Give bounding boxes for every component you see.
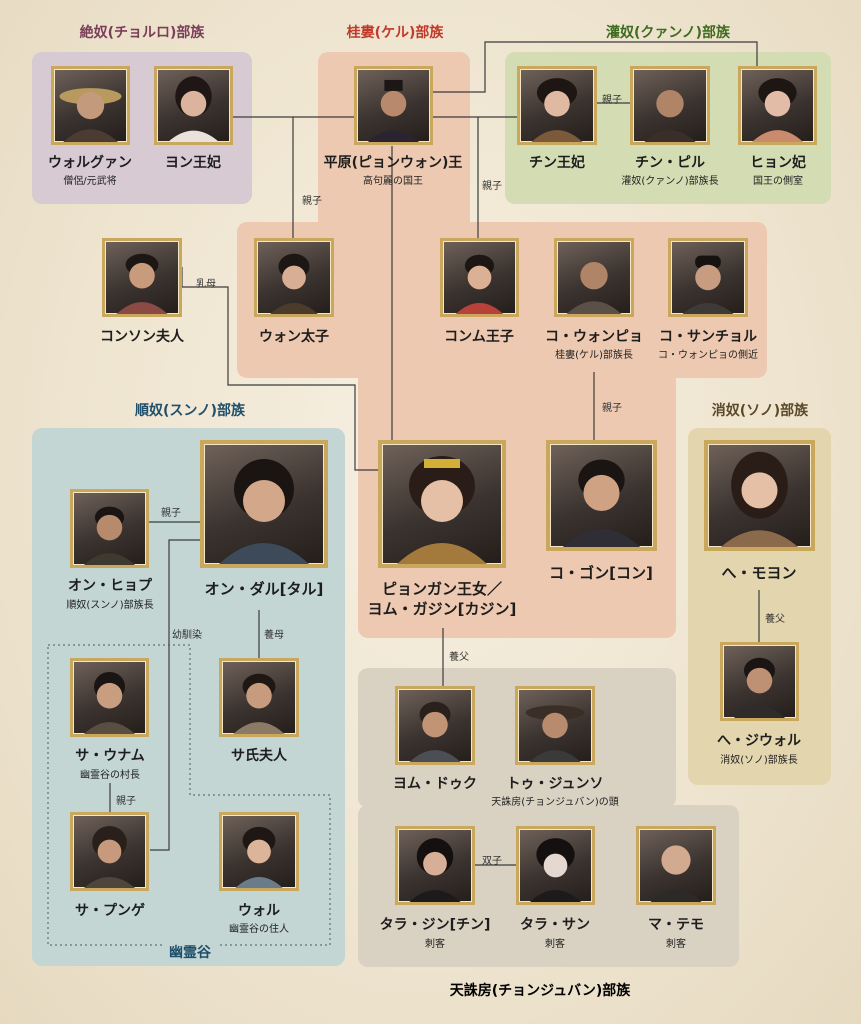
name-won-taishi: ウォン太子: [259, 329, 329, 345]
role-tu-junso: 天誅房(チョンジュバン)の頭: [491, 797, 619, 808]
relation-label-nyubo: 乳母: [196, 279, 216, 290]
relation-label-yofu: 養父: [449, 652, 469, 663]
name-ko-wonpyo: コ・ウォンピョ: [545, 329, 643, 345]
role-ko-sanchoru: コ・ウォンピョの側近: [658, 350, 758, 361]
name-on-hyopu: オン・ヒョプ: [68, 578, 152, 594]
role-worugwan: 僧侶/元武将: [63, 176, 117, 187]
role-tara-jin: 刺客: [425, 939, 445, 950]
name-yon-ouhi: ヨン王妃: [165, 155, 221, 171]
relation-label-oyako: 親子: [116, 796, 136, 807]
name-sa-fujin: サ氏夫人: [231, 748, 287, 764]
portrait-he-moyon: [704, 440, 815, 551]
name-ma-temo: マ・テモ: [648, 917, 704, 933]
relation-label-osananajimi: 幼馴染: [172, 630, 202, 641]
portrait-ko-gon: [546, 440, 657, 551]
name-konson: コンソン夫人: [100, 329, 184, 345]
role-ko-wonpyo: 桂婁(ケル)部族長: [555, 350, 633, 361]
relation-label-oyako: 親子: [602, 403, 622, 414]
name-pyongan-line1: ピョンガン王女／: [381, 580, 503, 598]
portrait-sa-fujin: [219, 658, 299, 737]
name-konmu: コンム王子: [444, 329, 514, 345]
portrait-tara-jin: [395, 826, 475, 905]
clan-title-jun: 順奴(スンノ)部族: [134, 403, 246, 419]
name-worugwan: ウォルグァン: [48, 155, 132, 171]
name-tara-san: タラ・サン: [520, 917, 590, 933]
relation-label-yofu: 養父: [765, 614, 785, 625]
name-tara-jin: タラ・ジン[チン]: [379, 917, 491, 933]
role-chin-piru: 灌奴(クァンノ)部族長: [621, 176, 719, 187]
role-woru: 幽霊谷の住人: [229, 924, 289, 935]
clan-title-yurei: 幽霊谷: [163, 942, 217, 962]
name-on-daru: オン・ダル[タル]: [204, 580, 324, 598]
portrait-sa-punge: [70, 812, 149, 891]
portrait-konson: [102, 238, 182, 317]
name-he-moyon: へ・モヨン: [721, 564, 797, 582]
role-ma-temo: 刺客: [666, 939, 686, 950]
portrait-woru: [219, 812, 299, 891]
portrait-on-hyopu: [70, 489, 149, 568]
name-chin-ouhi: チン王妃: [529, 155, 585, 171]
portrait-ko-sanchoru: [668, 238, 748, 317]
role-he-jiworu: 消奴(ソノ)部族長: [720, 755, 798, 766]
clan-title-kei: 桂婁(ケル)部族: [346, 25, 444, 41]
name-sa-punge: サ・プンゲ: [75, 903, 145, 919]
name-woru: ウォル: [238, 903, 280, 919]
portrait-heigen: [354, 66, 433, 145]
name-heigen: 平原(ピョンウォン)王: [323, 155, 463, 171]
portrait-on-daru: [200, 440, 328, 568]
portrait-chin-ouhi: [517, 66, 597, 145]
name-chin-piru: チン・ピル: [635, 155, 705, 171]
name-sa-unamu: サ・ウナム: [75, 748, 145, 764]
clan-title-kan: 灌奴(クァンノ)部族: [605, 25, 731, 41]
portrait-pyongan: [378, 440, 506, 568]
relation-label-futago: 双子: [482, 856, 502, 867]
portrait-konmu: [440, 238, 519, 317]
portrait-tara-san: [516, 826, 595, 905]
portrait-hyon-hi: [738, 66, 817, 145]
clan-title-zetsu: 絶奴(チョルロ)部族: [79, 25, 205, 41]
role-hyon-hi: 国王の側室: [753, 176, 803, 187]
portrait-tu-junso: [515, 686, 595, 765]
clan-title-ten: 天誅房(チョンジュバン)部族: [449, 983, 631, 999]
role-on-hyopu: 順奴(スンノ)部族長: [66, 600, 154, 611]
portrait-sa-unamu: [70, 658, 149, 737]
role-sa-unamu: 幽霊谷の村長: [80, 770, 140, 781]
portrait-he-jiworu: [720, 642, 799, 721]
name-pyongan-line2: ヨム・ガジン[カジン]: [367, 600, 517, 618]
clan-title-sho: 消奴(ソノ)部族: [711, 403, 809, 419]
relation-label-oyako: 親子: [302, 196, 322, 207]
role-heigen: 高句麗の国王: [363, 176, 423, 187]
portrait-chin-piru: [630, 66, 710, 145]
portrait-yon-ouhi: [154, 66, 233, 145]
role-tara-san: 刺客: [545, 939, 565, 950]
relation-label-oyako: 親子: [602, 95, 622, 106]
portrait-won-taishi: [254, 238, 334, 317]
relation-label-oyako: 親子: [482, 181, 502, 192]
portrait-ko-wonpyo: [554, 238, 634, 317]
name-hyon-hi: ヒョン妃: [750, 155, 806, 171]
name-ko-sanchoru: コ・サンチョル: [659, 329, 757, 345]
name-ko-gon: コ・ゴン[コン]: [549, 564, 653, 582]
name-he-jiworu: へ・ジウォル: [717, 733, 801, 749]
portrait-yomu-dokku: [395, 686, 475, 765]
portrait-worugwan: [51, 66, 130, 145]
portrait-ma-temo: [636, 826, 716, 905]
relation-label-oyako: 親子: [161, 508, 181, 519]
name-yomu-dokku: ヨム・ドゥク: [393, 776, 477, 792]
relation-label-yobo: 養母: [264, 630, 284, 641]
name-tu-junso: トゥ・ジュンソ: [506, 776, 604, 792]
